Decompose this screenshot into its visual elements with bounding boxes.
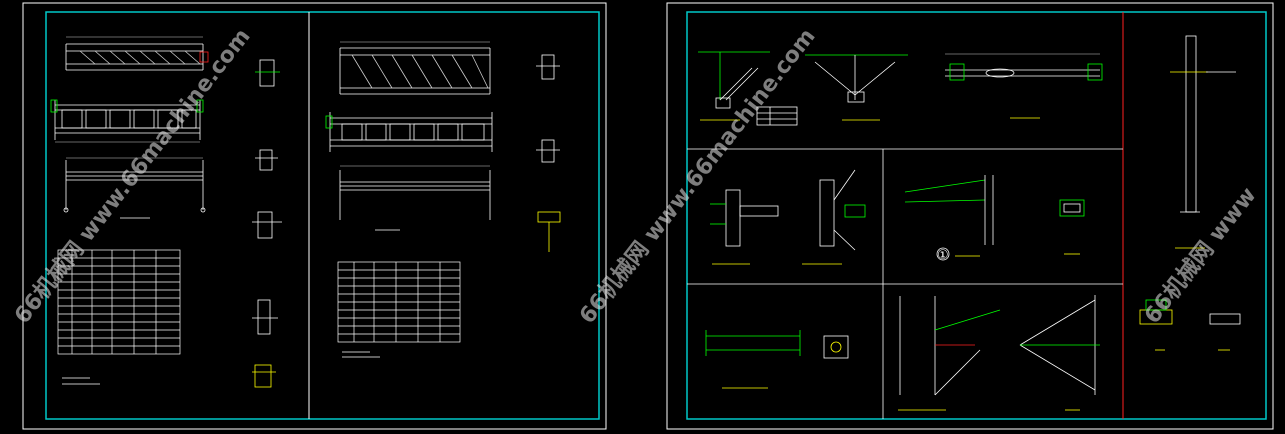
right-top-detail-1: [698, 51, 770, 121]
left-right-material-table: [337, 261, 461, 358]
left-sheet-border: [22, 2, 607, 430]
right-sheet: ①: [666, 2, 1274, 430]
left-truss-top: [65, 36, 209, 71]
left-material-table: [57, 249, 181, 385]
left-right-section-details: [536, 54, 561, 252]
left-sheet: [22, 2, 607, 430]
right-mid-detail-4: [1059, 199, 1085, 255]
right-bottom-detail-3: [1019, 295, 1100, 411]
right-bottom-detail-1: [705, 330, 849, 389]
left-truss-middle: [50, 99, 204, 143]
right-sheet-border: [666, 2, 1274, 430]
right-sheet-frame: [686, 11, 1267, 420]
left-truss-bottom: [63, 157, 206, 219]
right-mid-detail-1: [710, 189, 779, 265]
left-right-truss-top: [339, 41, 491, 95]
watermark-far-right: 66机械网 www: [1140, 183, 1261, 329]
right-column-elevation: [1139, 35, 1241, 351]
right-bottom-detail-2: [898, 296, 1001, 411]
left-right-truss-bottom: [339, 165, 491, 231]
right-mid-detail-2: [802, 169, 866, 265]
left-sheet-frame: [45, 11, 600, 420]
right-top-detail-3: [945, 53, 1103, 119]
detail-marker-1: ①: [937, 248, 949, 263]
watermark-right: 66机械网 www.66machine.com: [575, 24, 821, 328]
left-section-details: [252, 59, 282, 388]
right-mid-detail-3: [904, 175, 994, 261]
left-right-truss-middle: [325, 112, 493, 152]
right-top-detail-2: [756, 54, 908, 126]
